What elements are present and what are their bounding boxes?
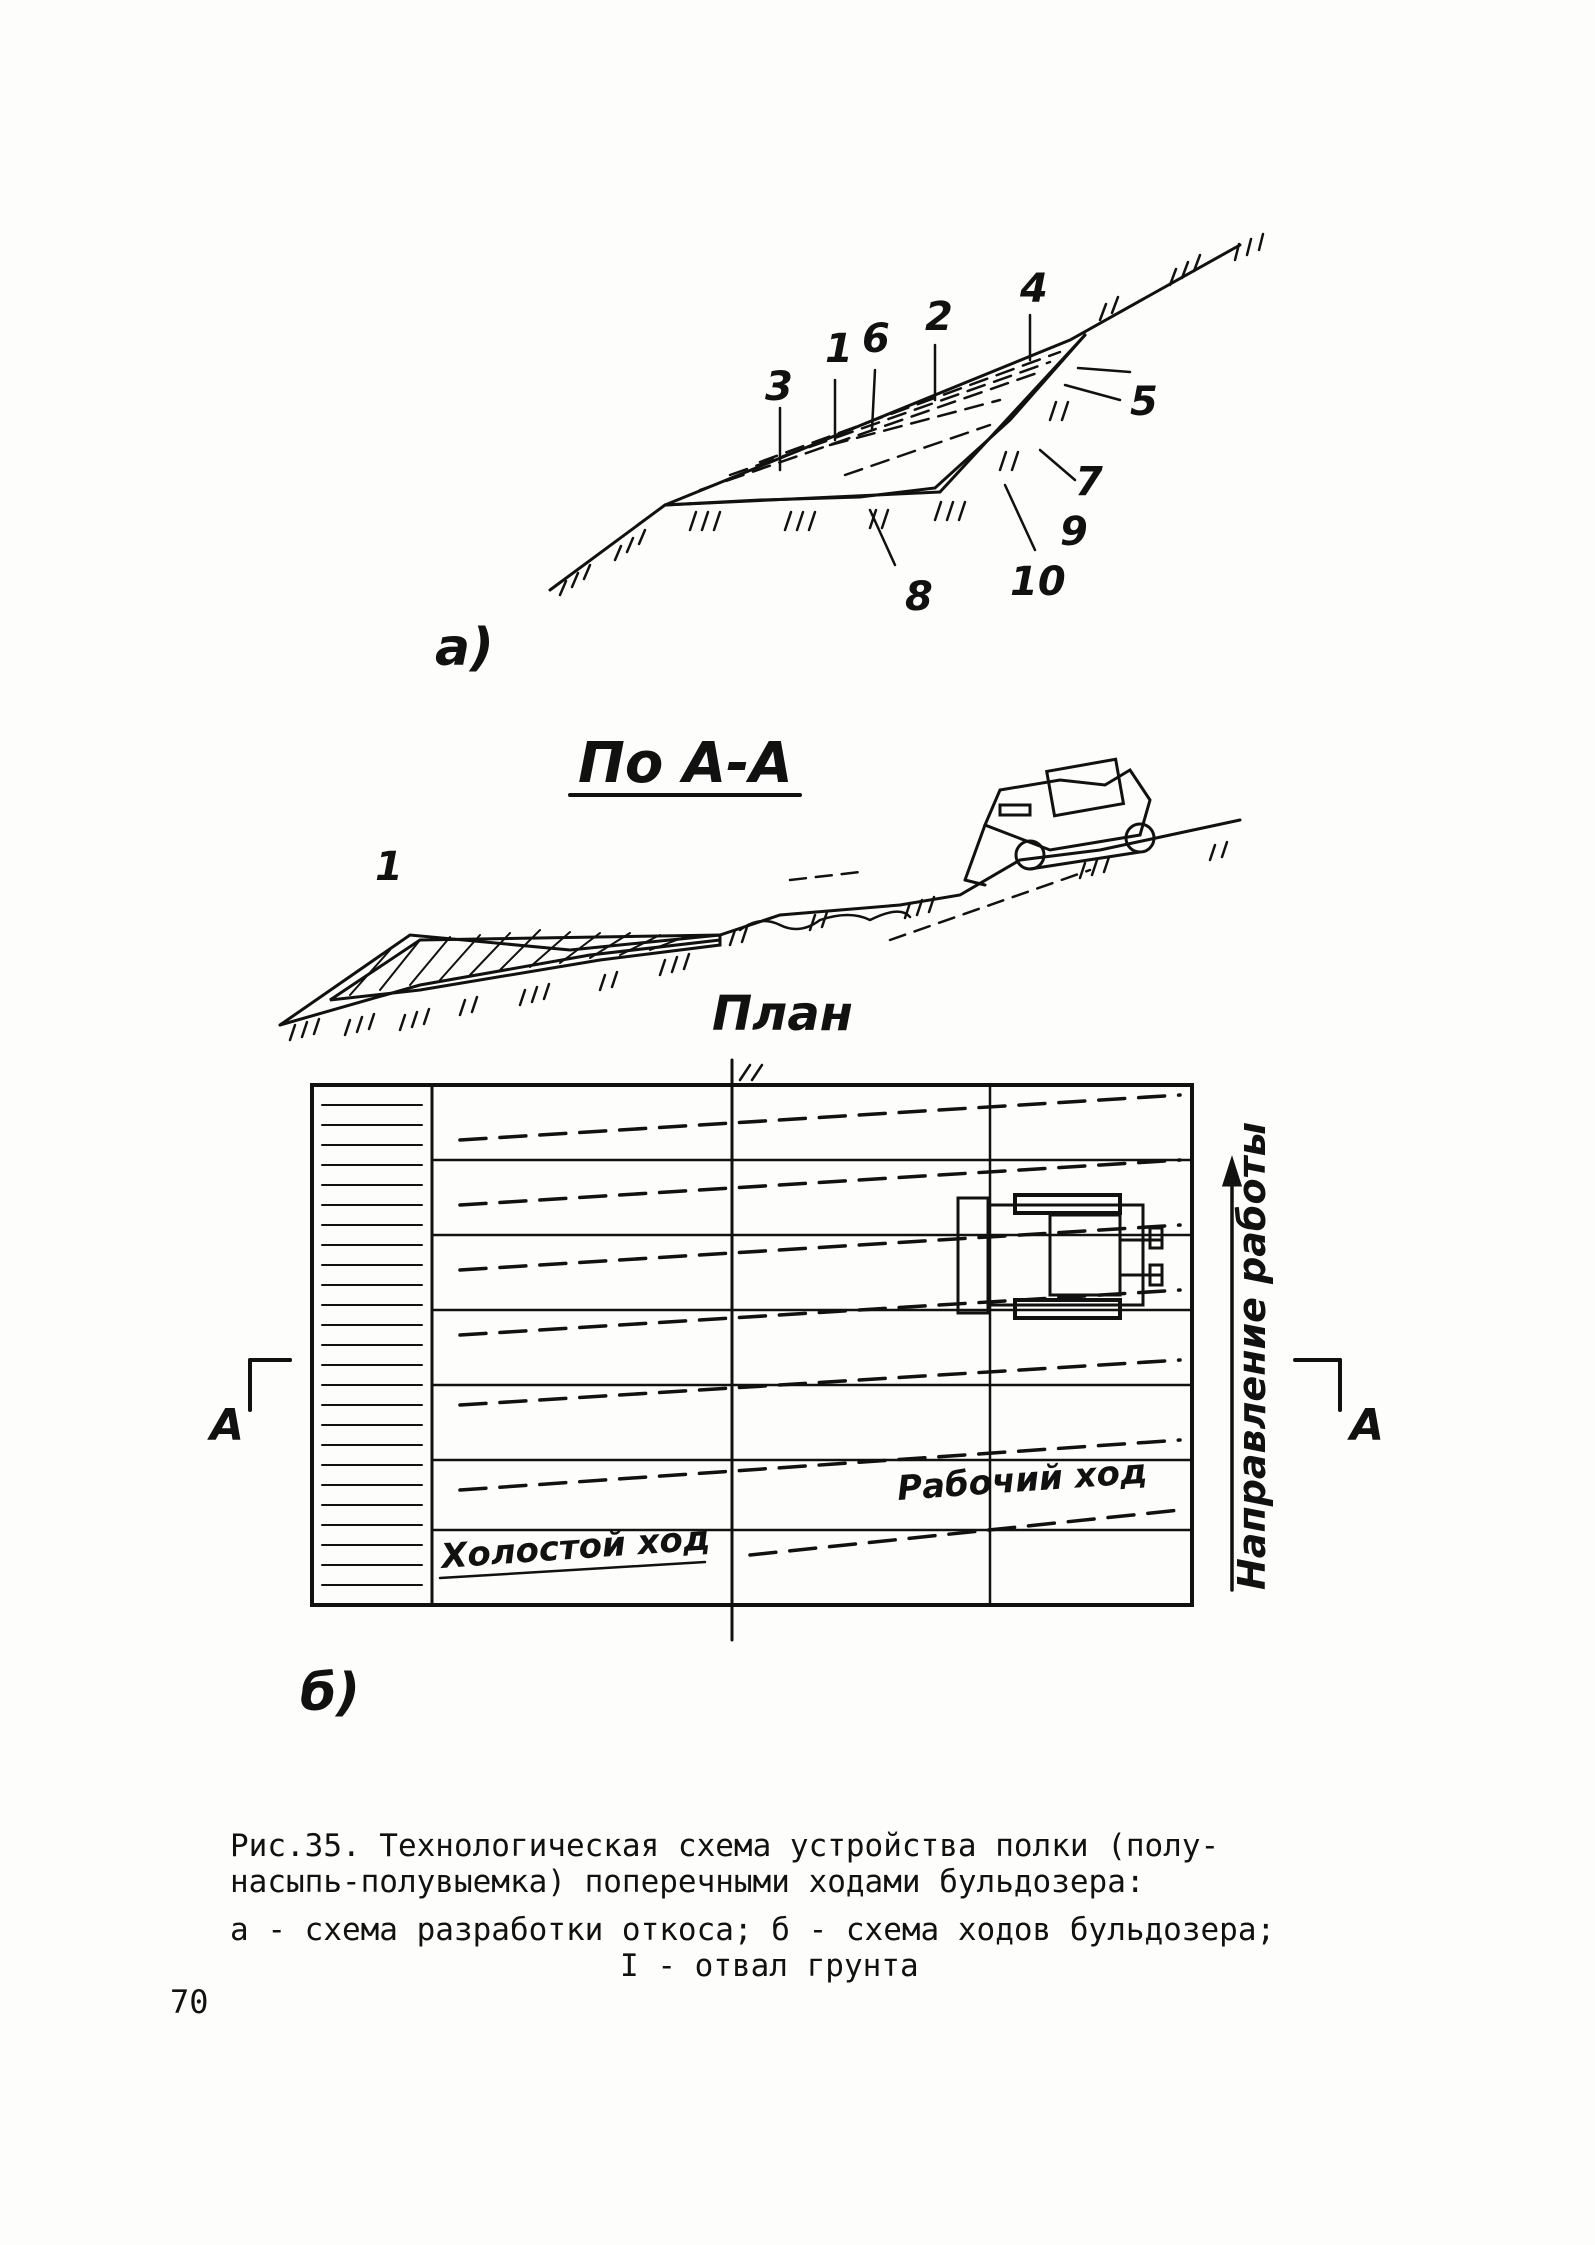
callout-10: 10 [1010,559,1066,605]
page-number: 70 [170,1983,209,2021]
part-b-label: б) [300,1663,360,1723]
callout-2: 2 [925,294,953,340]
callout-9: 9 [1060,509,1088,555]
bulldozer-top-icon [956,1193,1164,1320]
bulldozer-side-icon [963,757,1156,887]
callout-3: 3 [765,364,793,410]
section-aa-diagram [278,757,1242,1042]
part-a-label: а) [435,618,494,678]
callout-4: 4 [1019,266,1048,312]
callout-6: 6 [862,316,890,362]
plan-title: План [712,986,853,1042]
callout-1: 1 [825,326,853,372]
caption-line-3: а - схема разработки откоса; б - схема х… [230,1912,1276,1948]
direction-label: Направление работы [1230,1122,1274,1590]
section-mark-left: А [207,1400,244,1451]
plan-diagram [248,1058,1342,1642]
callout-7: 7 [1075,459,1103,505]
caption-line-2: насыпь-полувыемка) поперечными ходами бу… [230,1864,1145,1900]
section-callout-1: 1 [375,844,403,890]
caption-line-1: Рис.35. Технологическая схема устройства… [230,1828,1220,1864]
section-mark-right: А [1347,1400,1384,1451]
callout-8: 8 [905,574,933,620]
callout-5: 5 [1130,379,1158,425]
slope-section-diagram [548,232,1265,597]
section-title: По А-А [578,731,793,796]
idle-pass-label: Холостой ход [438,1518,712,1577]
caption-line-4: I - отвал грунта [620,1948,919,1984]
